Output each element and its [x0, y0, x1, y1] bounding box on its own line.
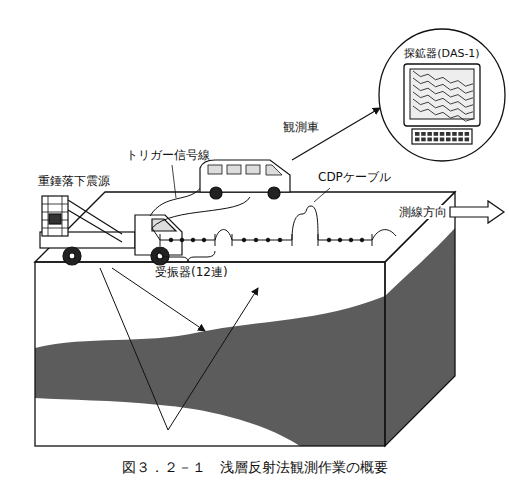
keyboard — [412, 129, 472, 144]
seismic-trace — [413, 106, 473, 121]
seismic-trace — [413, 78, 473, 93]
geophone — [202, 238, 206, 242]
geophone — [360, 238, 364, 242]
wheel — [268, 187, 280, 199]
callout-arrow — [292, 108, 380, 160]
seismic-trace — [413, 85, 473, 100]
key — [434, 132, 439, 136]
geophone — [338, 238, 342, 242]
direction-arrow — [450, 201, 504, 223]
boom — [68, 200, 122, 242]
tower-hatch — [42, 196, 68, 236]
bracket — [160, 251, 215, 262]
monitor-screen — [410, 69, 474, 119]
geophone — [180, 238, 184, 242]
text-label: 重錘落下震源 — [38, 174, 110, 188]
key — [446, 132, 451, 136]
geophone — [349, 238, 353, 242]
key — [427, 132, 432, 136]
text-label: CDPケーブル — [318, 170, 391, 184]
key — [415, 132, 420, 136]
geophone — [266, 238, 270, 242]
wheel-hub — [69, 253, 75, 259]
geophone-group — [232, 234, 292, 246]
trigger-wire — [150, 186, 202, 216]
drop-tower — [42, 196, 68, 236]
key — [458, 132, 463, 136]
leader-line — [314, 188, 330, 202]
van-window — [227, 165, 241, 174]
ray-path — [100, 268, 258, 430]
figure-caption: 図３．２－１ 浅層反射法観測作業の概要 — [0, 459, 509, 475]
geophone — [191, 238, 195, 242]
geophone — [278, 238, 282, 242]
key — [440, 132, 445, 136]
seismic-trace — [413, 92, 473, 107]
seismic-rays — [100, 268, 258, 430]
wheel — [63, 247, 81, 265]
geophone — [169, 238, 173, 242]
leader-line — [172, 165, 176, 198]
key — [465, 132, 470, 136]
exploration-recorder — [404, 64, 480, 144]
reflector-layer — [35, 296, 385, 446]
bubble-ellipse — [379, 29, 505, 161]
key — [458, 138, 463, 142]
text-label: 受振器(12連) — [155, 265, 228, 279]
geophone — [242, 238, 246, 242]
wheel — [210, 187, 222, 199]
key — [465, 138, 470, 142]
cable — [372, 230, 396, 240]
block-front — [35, 262, 385, 446]
text-label: 測線方向 — [398, 205, 448, 219]
key — [427, 138, 432, 142]
geophone-strings — [160, 234, 372, 246]
cable — [292, 206, 318, 240]
node-text: 探鉱器(DAS-1) — [404, 47, 479, 60]
key — [452, 138, 457, 142]
key — [434, 138, 439, 142]
geophone-group — [160, 234, 215, 246]
wheel — [151, 247, 169, 265]
monitor-case — [404, 64, 480, 126]
text-label: 観測車 — [283, 120, 319, 134]
geophone — [254, 238, 258, 242]
cable — [152, 197, 250, 240]
seismic-trace — [413, 71, 473, 86]
drop-weight — [49, 214, 61, 224]
cable — [215, 230, 232, 241]
key — [446, 138, 451, 142]
geophone-group — [318, 234, 372, 246]
geophone — [327, 238, 331, 242]
block-top — [35, 192, 455, 262]
van-window — [208, 165, 222, 174]
van-window — [266, 165, 282, 175]
seismic-trace — [413, 99, 473, 114]
key — [440, 138, 445, 142]
instrument-bubble: 探鉱器(DAS-1) — [378, 28, 506, 162]
ground-block — [35, 192, 455, 446]
key — [421, 132, 426, 136]
van-window — [246, 165, 260, 174]
recording-van — [200, 160, 290, 199]
key — [415, 138, 420, 142]
key — [421, 138, 426, 142]
cdp-cable — [152, 188, 396, 240]
text-label: トリガー信号線 — [126, 148, 210, 162]
block-side — [385, 192, 455, 446]
key — [452, 132, 457, 136]
reflector-layer-side — [385, 228, 455, 446]
